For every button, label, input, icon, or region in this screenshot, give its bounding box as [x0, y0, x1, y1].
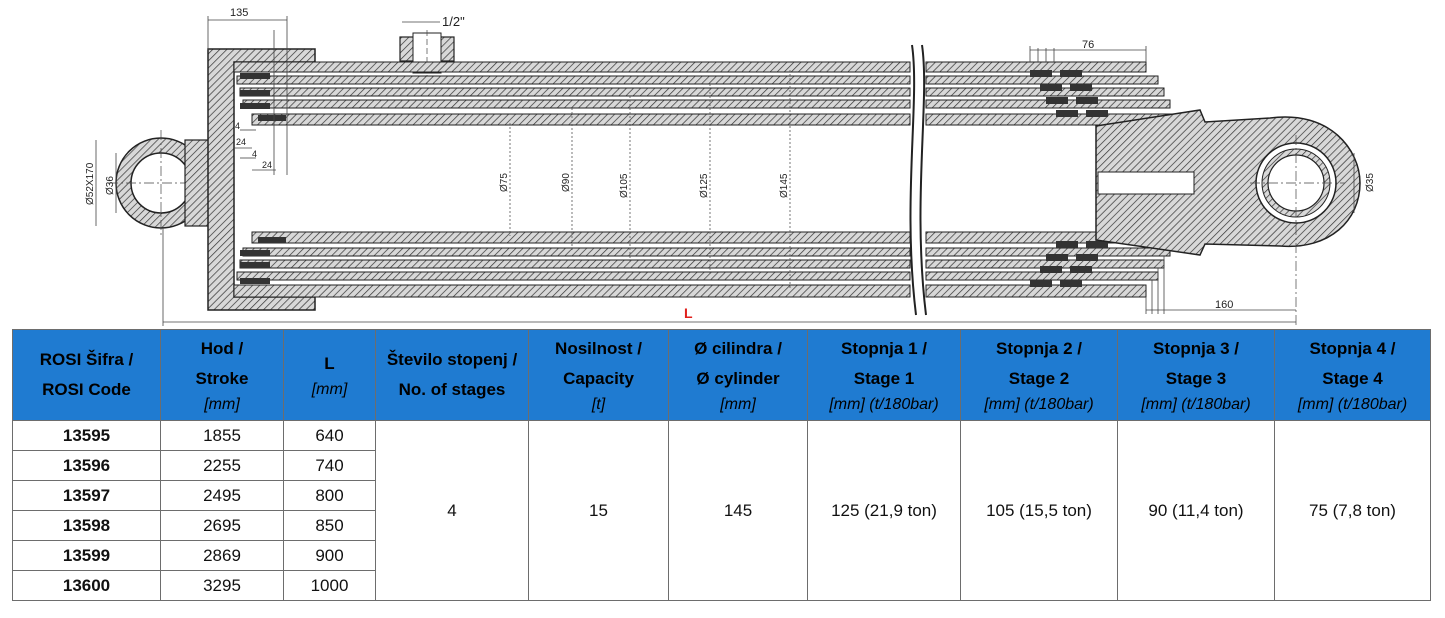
- header-cylinder-unit: [mm]: [720, 396, 756, 413]
- code-cell: 13595: [12, 420, 161, 451]
- header-code-l2: ROSI Code: [42, 380, 131, 399]
- header-stage-3-unit: [mm] (t/180bar): [1141, 396, 1251, 413]
- header-stage-2-l2: Stage 2: [1008, 369, 1070, 388]
- dim-small-3: 4: [252, 149, 257, 159]
- header-stage-1-unit: [mm] (t/180bar): [829, 396, 939, 413]
- header-stage-3-l2: Stage 3: [1165, 369, 1227, 388]
- stroke-cell: 2869: [160, 540, 284, 571]
- header-stroke: Hod / Stroke [mm]: [160, 329, 284, 421]
- code-cell: 13598: [12, 510, 161, 541]
- header-stroke-l1: Hod /: [200, 339, 244, 358]
- header-stage-1-l2: Stage 1: [853, 369, 915, 388]
- dim-top-left: 135: [230, 7, 248, 19]
- telescopic-tubes-bottom: [233, 231, 911, 298]
- left-seals: [240, 73, 286, 284]
- shared-stage1-cell: 125 (21,9 ton): [807, 420, 961, 601]
- stroke-cell: 3295: [160, 570, 284, 601]
- length-cell: 850: [283, 510, 376, 541]
- right-mounting-eye: [1250, 135, 1345, 325]
- header-stage-1-l1: Stopnja 1 /: [841, 339, 927, 358]
- header-stage-4-l1: Stopnja 4 /: [1309, 339, 1396, 358]
- header-length: L [mm]: [283, 329, 376, 421]
- dim-eye-left: Ø52X170: [85, 162, 96, 205]
- header-stages: Število stopenj / No. of stages: [375, 329, 529, 421]
- code-cell: 13597: [12, 480, 161, 511]
- telescopic-tubes-top: [233, 61, 911, 126]
- cylinder-technical-drawing: 135 1/2" 76 160 L 4 24 4 24 Ø52X170 Ø36 …: [85, 7, 1376, 326]
- header-cylinder-l2: Ø cylinder: [696, 369, 780, 388]
- break-lines: [909, 44, 927, 316]
- header-stage-3: Stopnja 3 / Stage 3 [mm] (t/180bar): [1117, 329, 1275, 421]
- dia-75: Ø75: [499, 173, 510, 192]
- header-cylinder-l1: Ø cilindra /: [694, 339, 782, 358]
- header-length-unit: [mm]: [311, 381, 348, 398]
- header-capacity-l2: Capacity: [563, 369, 634, 388]
- stroke-cell: 2255: [160, 450, 284, 481]
- shared-cylinder-cell: 145: [668, 420, 808, 601]
- dim-port-size: 1/2": [442, 14, 465, 29]
- header-stage-4-unit: [mm] (t/180bar): [1297, 396, 1408, 413]
- stroke-cell: 2695: [160, 510, 284, 541]
- header-stage-2-unit: [mm] (t/180bar): [984, 396, 1094, 413]
- header-stage-3-l1: Stopnja 3 /: [1153, 339, 1239, 358]
- header-capacity-l1: Nosilnost /: [555, 339, 642, 358]
- header-length-l1: L: [324, 354, 335, 373]
- length-cell: 1000: [283, 570, 376, 601]
- header-stages-l2: No. of stages: [398, 380, 506, 399]
- code-cell: 13599: [12, 540, 161, 571]
- dim-length-label: L: [684, 305, 693, 321]
- left-mounting-eye: [108, 130, 214, 236]
- header-code: ROSI Šifra / ROSI Code: [12, 329, 161, 421]
- dim-pin-right: Ø35: [1365, 173, 1376, 192]
- diameter-dimension-lines: [509, 70, 791, 290]
- header-stage-2: Stopnja 2 / Stage 2 [mm] (t/180bar): [960, 329, 1118, 421]
- dim-bottom-right: 160: [1215, 299, 1233, 311]
- header-stages-l1: Število stopenj /: [386, 350, 518, 369]
- dimension-labels: 135 1/2" 76 160 L 4 24 4 24 Ø52X170 Ø36 …: [85, 7, 1376, 321]
- length-cell: 740: [283, 450, 376, 481]
- dim-top-right: 76: [1082, 39, 1094, 51]
- length-cell: 900: [283, 540, 376, 571]
- dimension-lines: [95, 16, 1355, 326]
- shared-capacity-cell: 15: [528, 420, 669, 601]
- dim-small-2: 24: [236, 137, 246, 147]
- dia-125: Ø125: [699, 173, 710, 198]
- specification-table: ROSI Šifra / ROSI Code Hod / Stroke [mm] L [mm…: [12, 329, 1431, 601]
- dim-small-4: 24: [262, 160, 272, 170]
- table-header-row: ROSI Šifra / ROSI Code Hod / Stroke [mm] L [mm…: [12, 329, 1431, 421]
- shared-stages-cell: 4: [375, 420, 529, 601]
- dim-pin-left: Ø36: [105, 176, 116, 195]
- shared-stage3-cell: 90 (11,4 ton): [1117, 420, 1275, 601]
- code-cell: 13596: [12, 450, 161, 481]
- stroke-cell: 2495: [160, 480, 284, 511]
- dia-90: Ø90: [561, 173, 572, 192]
- header-capacity-unit: [t]: [591, 396, 606, 413]
- header-stroke-l2: Stroke: [195, 369, 249, 388]
- header-stage-1: Stopnja 1 / Stage 1 [mm] (t/180bar): [807, 329, 961, 421]
- header-stage-2-l1: Stopnja 2 /: [996, 339, 1082, 358]
- length-cell: 800: [283, 480, 376, 511]
- shared-stage4-cell: 75 (7,8 ton): [1274, 420, 1431, 601]
- header-capacity: Nosilnost / Capacity [t]: [528, 329, 669, 421]
- header-stage-4: Stopnja 4 / Stage 4 [mm] (t/180bar): [1274, 329, 1431, 421]
- header-stroke-unit: [mm]: [204, 396, 240, 413]
- code-cell: 13600: [12, 570, 161, 601]
- dia-105: Ø105: [619, 173, 630, 198]
- stroke-cell: 1855: [160, 420, 284, 451]
- dia-145: Ø145: [779, 173, 790, 198]
- header-cylinder: Ø cilindra / Ø cylinder [mm]: [668, 329, 808, 421]
- shared-stage2-cell: 105 (15,5 ton): [960, 420, 1118, 601]
- header-stage-4-l2: Stage 4: [1322, 369, 1383, 388]
- length-cell: 640: [283, 420, 376, 451]
- right-seals: [1030, 70, 1108, 287]
- header-code-l1: ROSI Šifra /: [39, 350, 134, 369]
- dim-small-1: 4: [235, 121, 240, 131]
